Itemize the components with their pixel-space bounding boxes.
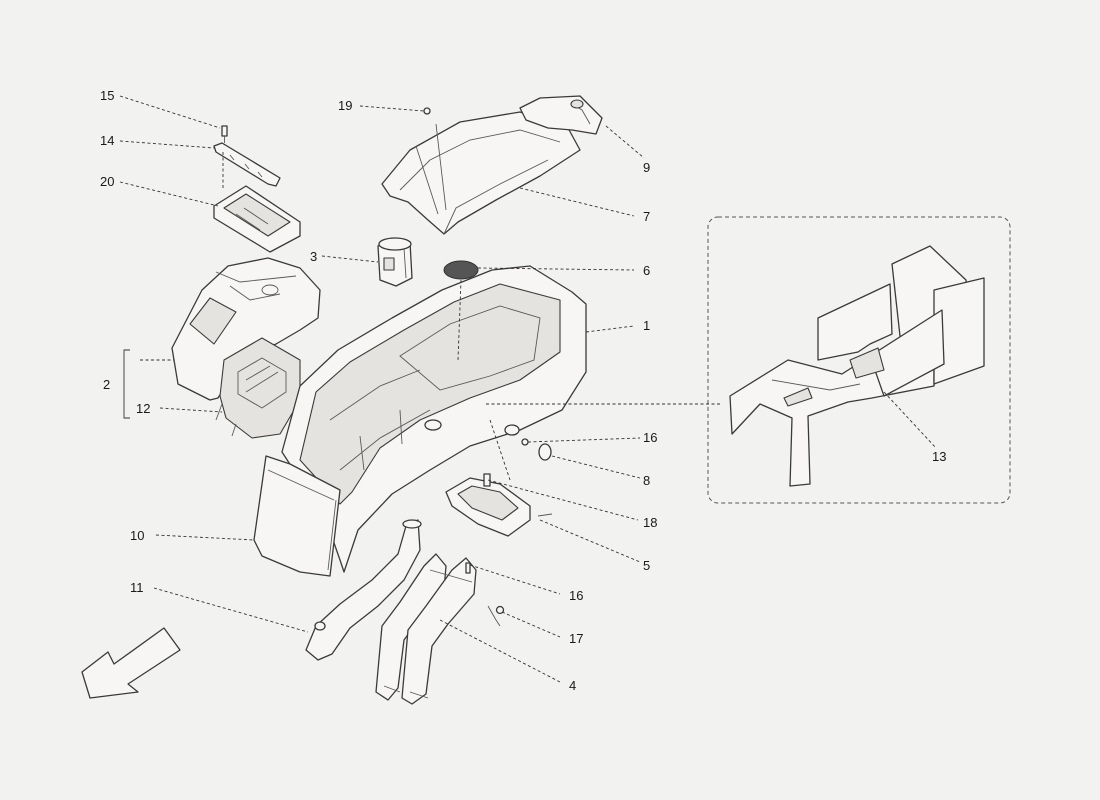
part-14-trim-strip: [213, 142, 281, 187]
callout-16-lower: 16: [569, 588, 583, 603]
part-3-cup-holder: [377, 237, 413, 287]
part-20-tray: [213, 185, 301, 253]
part-13-insulation-mat: [729, 245, 985, 487]
callout-20: 20: [100, 174, 114, 189]
callout-7: 7: [643, 209, 650, 224]
part-8-plug: [538, 443, 552, 461]
callout-13: 13: [932, 449, 946, 464]
part-16-screw-upper: [521, 438, 529, 446]
leader-lines: [119, 95, 937, 683]
callout-6: 6: [643, 263, 650, 278]
callout-10: 10: [130, 528, 144, 543]
part-6-oval-mat: [443, 260, 479, 280]
part-11-duct: [305, 519, 422, 661]
callout-3: 3: [310, 249, 317, 264]
part-9-rear-cover: [519, 95, 603, 135]
callout-4: 4: [569, 678, 576, 693]
arrow-down-left-icon: [81, 627, 181, 699]
part-17-nut: [495, 605, 505, 615]
callout-labels: 15 14 20 19 9 7 3 6 1 2 12 16 8 13 18 10…: [100, 88, 946, 693]
part-16-screw-lower: [465, 562, 471, 574]
part-19-screw: [423, 107, 431, 115]
part-4-support-brackets: [375, 553, 501, 705]
callout-16-upper: 16: [643, 430, 657, 445]
callout-18: 18: [643, 515, 657, 530]
callout-2: 2: [103, 377, 110, 392]
part-12-switch-module: [215, 337, 301, 439]
callout-8: 8: [643, 473, 650, 488]
part-15-screw: [221, 125, 228, 143]
callout-17: 17: [569, 631, 583, 646]
part-5-bracket: [445, 477, 553, 537]
callout-14: 14: [100, 133, 114, 148]
callout-12: 12: [136, 401, 150, 416]
callout-19: 19: [338, 98, 352, 113]
callout-11: 11: [130, 580, 144, 595]
part-1-console-body: [281, 265, 587, 573]
part-18-pin: [483, 473, 491, 487]
detail-box: [707, 216, 1011, 504]
callout-9: 9: [643, 160, 650, 175]
callout-1: 1: [643, 318, 650, 333]
part-10-front-face: [253, 455, 341, 577]
part-7-armrest-lid: [381, 111, 581, 235]
callout-15: 15: [100, 88, 114, 103]
callout-5: 5: [643, 558, 650, 573]
part-2-front-panel: [171, 257, 321, 401]
